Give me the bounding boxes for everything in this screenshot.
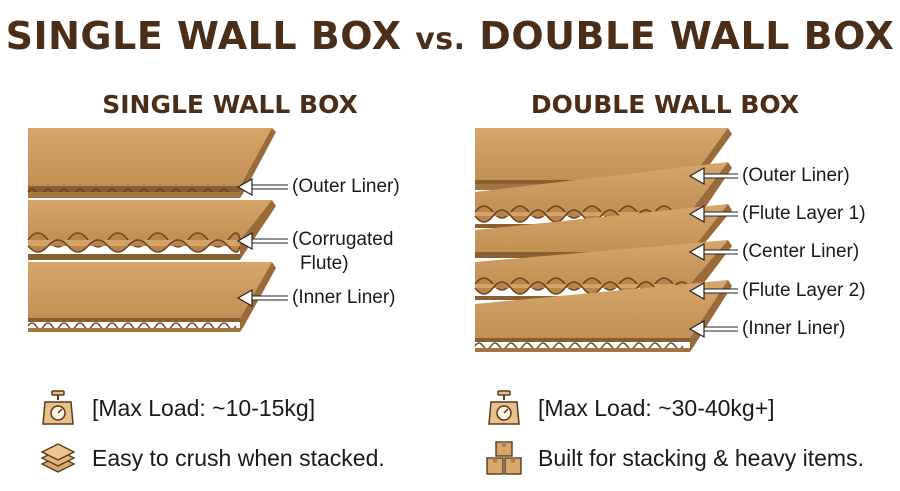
stacked-sheets-icon [40, 443, 76, 473]
single-label-outer-liner: (Outer Liner) [292, 176, 400, 197]
double-wall-sheets [474, 128, 732, 352]
double-label-flute-layer-1: (Flute Layer 1) [742, 203, 866, 224]
double-max-load: [Max Load: ~30-40kg+] [538, 394, 775, 421]
single-label-inner-liner: (Inner Liner) [292, 287, 396, 308]
double-wall-heading: DOUBLE WALL BOX [530, 90, 800, 119]
single-note-row: Easy to crush when stacked. [38, 438, 385, 478]
double-label-inner-liner: (Inner Liner) [742, 318, 846, 339]
single-label-corrugated: (Corrugated [292, 229, 394, 250]
single-max-load-row: [Max Load: ~10-15kg] [38, 388, 315, 428]
double-note: Built for stacking & heavy items. [538, 444, 864, 471]
single-max-load: [Max Load: ~10-15kg] [92, 394, 316, 421]
single-corrugated-flute [27, 200, 276, 260]
scale-icon [42, 390, 74, 425]
title-left: SINGLE WALL BOX [5, 14, 402, 58]
double-note-row: Built for stacking & heavy items. [484, 438, 864, 478]
single-wall-sheets [27, 128, 276, 332]
page-title: SINGLE WALL BOX vs. DOUBLE WALL BOX [0, 14, 900, 58]
stacked-boxes-icon [486, 441, 522, 475]
single-arrows [236, 177, 288, 308]
single-wall-heading: SINGLE WALL BOX [102, 90, 358, 119]
double-label-flute-layer-2: (Flute Layer 2) [742, 280, 866, 301]
title-vs: vs. [415, 22, 466, 57]
title-right: DOUBLE WALL BOX [479, 14, 895, 58]
scale-icon [488, 390, 520, 425]
double-arrows [688, 166, 738, 339]
double-label-center-liner: (Center Liner) [742, 241, 860, 262]
single-label-flute: Flute) [300, 253, 349, 274]
double-label-outer-liner: (Outer Liner) [742, 165, 850, 186]
double-max-load-row: [Max Load: ~30-40kg+] [484, 388, 775, 428]
single-note: Easy to crush when stacked. [92, 444, 385, 471]
